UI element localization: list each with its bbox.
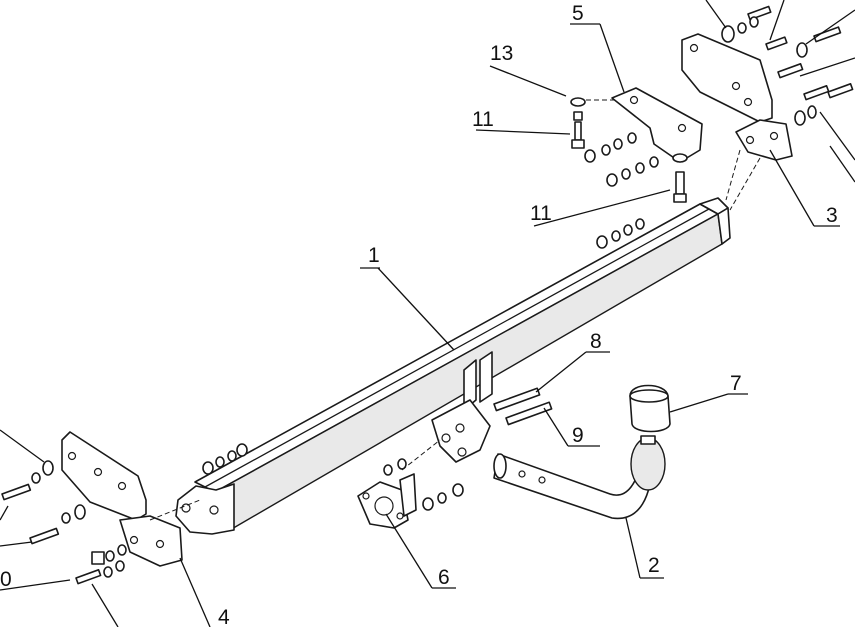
callout-8: 8 [590,330,602,353]
callout-13: 13 [490,42,513,65]
callout-labels: 1 2 3 4 5 6 7 8 9 0 11 11 13 [0,2,838,627]
callout-4: 4 [218,606,230,627]
callout-0: 0 [0,568,12,591]
callout-9: 9 [572,424,584,447]
callout-11-upper: 11 [472,108,494,131]
socket-plate [357,473,417,529]
callout-3: 3 [826,204,838,227]
callout-2: 2 [648,554,660,577]
neck-mount-bracket [431,351,493,463]
tow-ball-neck [493,435,666,520]
right-side-bracket [681,33,793,211]
left-side-bracket [61,431,201,567]
callout-5: 5 [572,2,584,25]
callout-11-lower: 11 [530,202,552,225]
ball-cover [629,384,671,433]
callout-7: 7 [730,372,742,395]
upper-mount-bracket [578,87,703,163]
callout-1: 1 [368,244,380,267]
callout-6: 6 [438,566,450,589]
fasteners [1,5,854,585]
